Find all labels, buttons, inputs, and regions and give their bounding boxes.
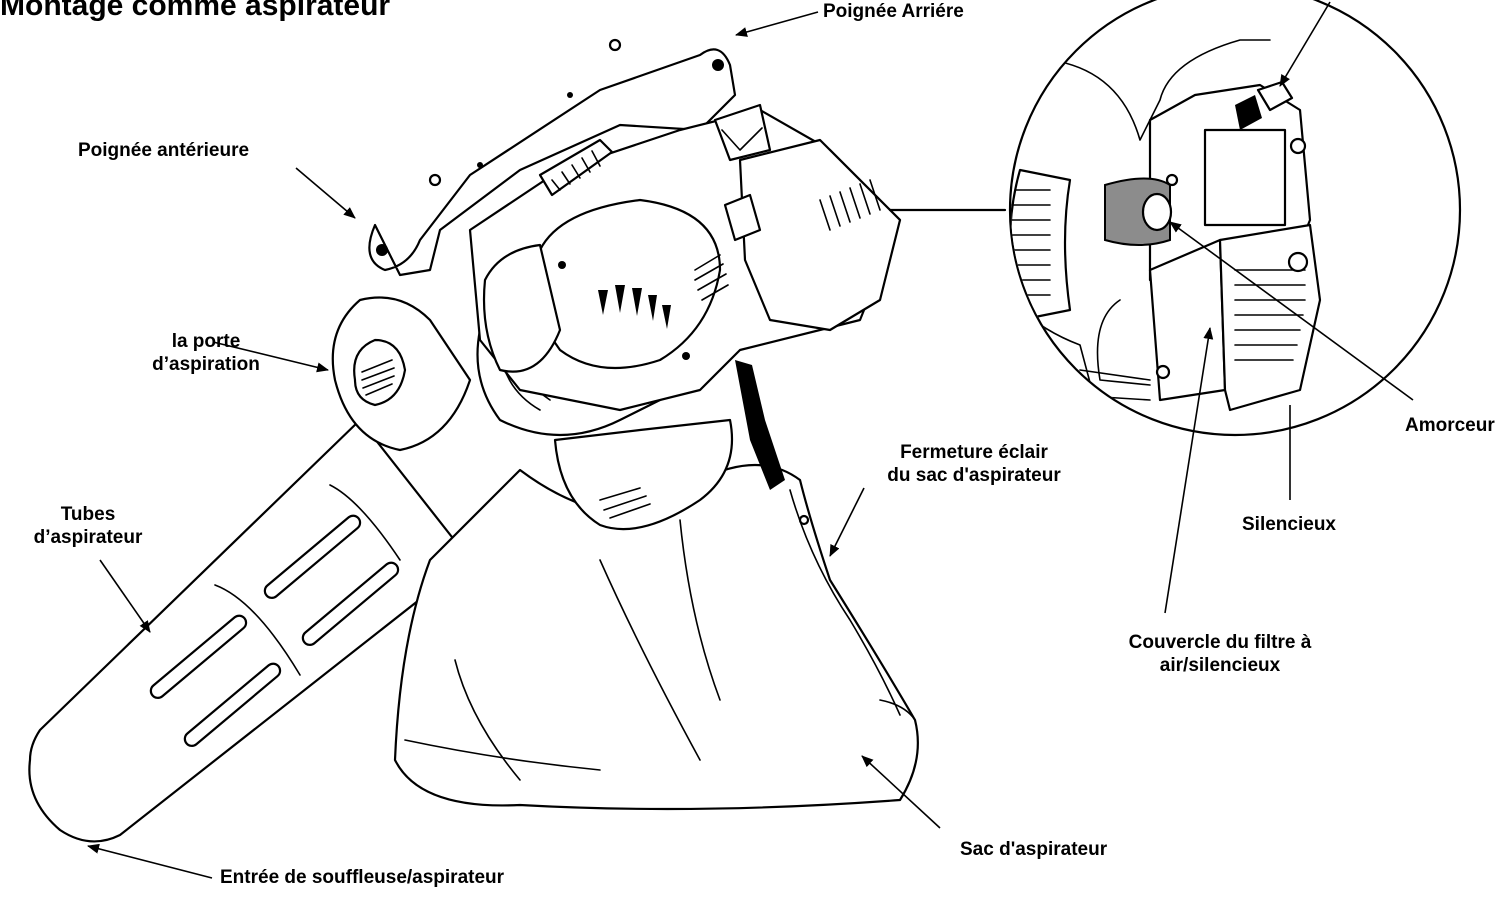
vacuum-tubes-label-line1: Tubes [60,504,116,525]
engine-detail-drawing [1008,0,1462,437]
air-filter-cover-label-line2: air/silencieux [1159,655,1281,676]
leader-lines [87,1,1414,879]
vacuum-tubes-label-line2: d’aspirateur [33,527,143,548]
vacuum-bag-label: Sac d'aspirateur [960,839,1108,860]
intake-door-label: la porte d’aspiration [146,330,266,376]
muffler-label: Silencieux [1242,514,1336,535]
bag-zipper-label-line2: du sac d'aspirateur [887,465,1061,486]
air-filter-cover-label: Couvercle du filtre à air/silencieux [1085,631,1355,677]
main-body-drawing [368,38,902,412]
bag-zipper-label: Fermeture éclair du sac d'aspirateur [854,441,1094,487]
vacuum-bag-drawing [393,360,919,811]
rear-handle-label: Poignée Arriére [823,1,964,22]
vacuum-tubes-label: Tubes d’aspirateur [18,503,158,549]
primer-label: Amorceur [1405,415,1495,436]
intake-door-label-line2: d’aspiration [152,354,260,375]
front-handle-label: Poignée antérieure [78,140,250,161]
air-filter-cover-label-line1: Couvercle du filtre à [1128,632,1312,653]
bag-zipper-label-line1: Fermeture éclair [900,442,1048,463]
vacuum-tube-drawing [28,418,472,843]
intake-door-label-line1: la porte [171,331,241,352]
inlet-label: Entrée de souffleuse/aspirateur [220,867,505,888]
figure-title: Montage comme aspirateur [0,0,391,22]
